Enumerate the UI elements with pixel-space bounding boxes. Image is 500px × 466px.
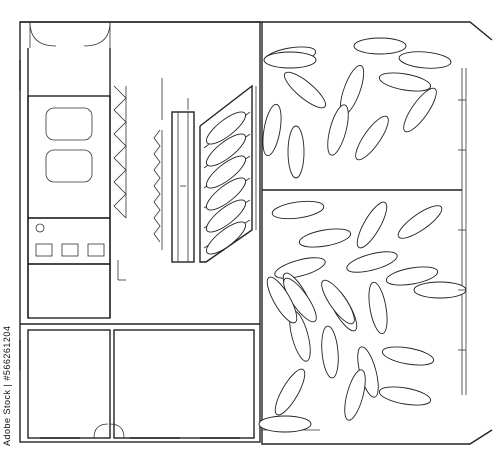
pen-cow	[378, 386, 432, 406]
right-fence-ticks	[458, 99, 466, 351]
pen-cow	[298, 228, 352, 248]
pen-cow	[355, 115, 389, 161]
pen-cow	[397, 205, 443, 239]
parlor-cow-6	[206, 221, 246, 255]
parlor-comb-left	[153, 129, 161, 243]
pen-cow	[271, 200, 325, 220]
parlor-cow-5	[206, 199, 246, 233]
watermark-strip: Adobe Stock | #566261204	[0, 0, 14, 466]
pen-cow	[321, 279, 355, 325]
pen-top-wall	[260, 21, 493, 41]
pen-cow	[327, 104, 349, 156]
equipment-box-3	[87, 243, 105, 257]
pen-cow	[283, 71, 327, 109]
pen-cow	[368, 281, 388, 335]
pen-cow	[287, 125, 305, 179]
parlor-cow-1	[206, 111, 246, 145]
outer-walls	[19, 21, 493, 445]
door-swing-bottom-left	[93, 423, 109, 439]
parlor-pit	[171, 111, 195, 263]
lower-storage-room-left	[27, 329, 111, 439]
equipment-room	[27, 217, 111, 265]
pen-cow	[262, 103, 282, 157]
feed-rail-zigzag	[113, 85, 127, 219]
tank-1	[45, 107, 93, 141]
equipment-box-1	[35, 243, 53, 257]
office-room	[27, 263, 111, 319]
pen-cow	[346, 251, 398, 273]
pen-cows	[258, 37, 467, 433]
pen-cow	[321, 325, 339, 379]
parlor-cow-3	[206, 155, 246, 189]
lower-storage-room-right	[113, 329, 255, 439]
pen-cow	[274, 257, 326, 279]
pen-cow	[266, 276, 298, 324]
door-swing-bottom-right	[109, 423, 125, 439]
pen-cow	[353, 37, 407, 55]
pen-cow	[344, 369, 366, 421]
door-swing-top-right	[83, 21, 111, 47]
tank-2	[45, 149, 93, 183]
pen-bottom-wall	[261, 429, 493, 445]
parlor-cow-4	[206, 177, 246, 211]
pen-cow	[378, 72, 432, 92]
pen-cow	[398, 51, 452, 69]
milking-parlor	[153, 78, 257, 263]
door-swing-top-left	[29, 21, 57, 47]
parlor-cow-2	[206, 133, 246, 167]
sink-icon	[35, 223, 45, 233]
pen-cow	[385, 266, 439, 286]
pen-cow	[258, 415, 312, 433]
pen-cow	[263, 51, 317, 69]
pen-cow	[403, 87, 437, 133]
tank-room	[27, 95, 111, 219]
parlor-cows	[206, 111, 246, 255]
watermark-id: Adobe Stock | #566261204	[2, 325, 12, 446]
pen-cow	[356, 201, 388, 249]
left-service-block	[19, 21, 260, 439]
equipment-box-2	[61, 243, 79, 257]
pen-cow	[381, 346, 435, 366]
pen-cow	[274, 368, 306, 416]
